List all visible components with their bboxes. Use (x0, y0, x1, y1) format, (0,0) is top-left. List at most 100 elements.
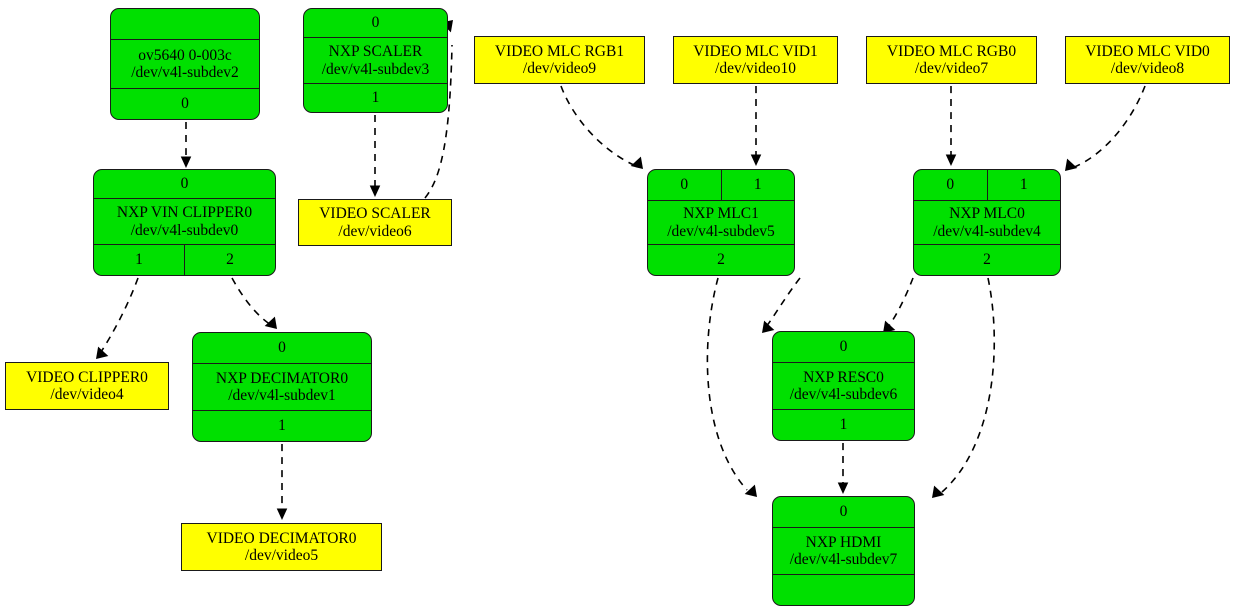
edge-nxp_mlc0-to-nxp_hdmi (932, 277, 996, 498)
node-device-path: /dev/video5 (244, 547, 319, 564)
sink-port-0[interactable]: 0 (278, 339, 286, 357)
node-body: NXP MLC0/dev/v4l-subdev4 (914, 201, 1060, 244)
node-device-path: /dev/v4l-subdev4 (933, 222, 1041, 240)
edge-nxp_mlc1-to-nxp_hdmi (706, 277, 757, 497)
source-port-1[interactable]: 1 (371, 89, 380, 107)
node-device-path: /dev/v4l-subdev1 (228, 387, 336, 404)
node-body: NXP RESC0/dev/v4l-subdev6 (773, 363, 914, 409)
source-port-row: 2 (648, 244, 794, 275)
node-video_decimator0[interactable]: VIDEO DECIMATOR0/dev/video5 (181, 523, 382, 571)
node-title: NXP VIN CLIPPER0 (116, 204, 253, 222)
node-device-path: /dev/v4l-subdev2 (131, 64, 239, 81)
node-video_mlc_rgb0[interactable]: VIDEO MLC RGB0/dev/video7 (866, 36, 1037, 84)
source-port-1[interactable]: 1 (278, 417, 286, 435)
source-port-row: 1 (304, 83, 447, 112)
sink-port-row: 0 (304, 9, 447, 38)
node-body: NXP SCALER/dev/v4l-subdev3 (304, 38, 447, 83)
source-port-row: 2 (914, 244, 1060, 275)
sink-port-row: 0 (94, 170, 275, 199)
node-device-path: /dev/v4l-subdev7 (789, 551, 898, 568)
node-title: VIDEO DECIMATOR0 (206, 529, 357, 547)
node-device-path: /dev/v4l-subdev5 (667, 222, 775, 240)
node-body: NXP HDMI/dev/v4l-subdev7 (773, 528, 914, 574)
source-port-row: 1 (193, 410, 371, 441)
source-port-2[interactable]: 2 (184, 245, 275, 275)
sink-port-row (111, 9, 259, 40)
sink-port-row: 0 (773, 497, 914, 528)
node-video_scaler[interactable]: VIDEO SCALER/dev/video6 (298, 199, 452, 246)
source-port-empty[interactable] (773, 575, 914, 605)
node-title: NXP SCALER (328, 43, 423, 61)
node-title: NXP RESC0 (803, 368, 884, 386)
source-port-1[interactable]: 1 (135, 251, 143, 269)
sink-port-row: 0 (193, 333, 371, 364)
sink-port-1[interactable]: 1 (720, 170, 795, 200)
edge-video_mlc_rgb0-to-nxp_mlc0 (945, 85, 957, 166)
source-port-0[interactable]: 0 (181, 95, 189, 113)
node-title: VIDEO MLC VID1 (693, 42, 818, 60)
edge-video_mlc_rgb1-to-nxp_mlc1 (560, 85, 643, 169)
sink-port-0[interactable]: 0 (839, 503, 848, 521)
node-video_clipper0[interactable]: VIDEO CLIPPER0/dev/video4 (5, 362, 169, 410)
edge-ov5640-to-nxp_vin_clipper0 (180, 122, 192, 168)
sink-port-0[interactable]: 0 (680, 176, 689, 194)
edge-nxp_decimator0-to-video_decimator0 (276, 443, 288, 520)
node-title: VIDEO SCALER (319, 205, 431, 223)
sink-port-empty[interactable] (111, 9, 259, 39)
node-video_mlc_vid0[interactable]: VIDEO MLC VID0/dev/video8 (1065, 36, 1230, 84)
edge-nxp_resc0-to-nxp_hdmi (837, 443, 849, 494)
node-title: VIDEO MLC RGB1 (494, 42, 625, 60)
edge-nxp_scaler-to-video_scaler (369, 115, 381, 197)
node-device-path: /dev/video9 (522, 60, 597, 77)
node-video_mlc_vid1[interactable]: VIDEO MLC VID1/dev/video10 (673, 36, 838, 84)
sink-port-0[interactable]: 0 (839, 338, 848, 356)
edge-nxp_mlc1-to-nxp_resc0 (762, 277, 801, 333)
node-device-path: /dev/v4l-subdev0 (130, 221, 239, 239)
node-video_mlc_rgb1[interactable]: VIDEO MLC RGB1/dev/video9 (474, 36, 645, 84)
edge-nxp_mlc0-to-nxp_resc0 (883, 277, 914, 333)
sink-port-0[interactable]: 0 (371, 14, 380, 32)
node-body: ov5640 0-003c/dev/v4l-subdev2 (111, 40, 259, 88)
sink-port-0[interactable]: 0 (180, 175, 189, 193)
source-port-2[interactable]: 2 (983, 251, 991, 269)
node-title: NXP HDMI (805, 533, 882, 551)
edge-nxp_vin_clipper0-to-nxp_decimator0 (231, 277, 277, 329)
sink-port-0[interactable]: 0 (946, 176, 955, 194)
node-device-path: /dev/video6 (338, 222, 412, 240)
node-device-path: /dev/video4 (50, 386, 124, 403)
edge-nxp_vin_clipper0-to-video_clipper0 (96, 277, 139, 359)
node-device-path: /dev/v4l-subdev6 (789, 386, 898, 403)
node-ov5640[interactable]: ov5640 0-003c/dev/v4l-subdev2 0 (110, 8, 260, 120)
node-title: VIDEO CLIPPER0 (26, 368, 148, 386)
node-device-path: /dev/video7 (914, 60, 989, 77)
edge-video_mlc_vid1-to-nxp_mlc1 (750, 85, 762, 166)
sink-port-row: 0 (773, 332, 914, 363)
node-device-path: /dev/video8 (1110, 60, 1185, 77)
node-body: NXP MLC1/dev/v4l-subdev5 (648, 201, 794, 244)
node-title: VIDEO MLC VID0 (1085, 42, 1210, 60)
node-title: NXP MLC0 (949, 205, 1025, 223)
node-body: NXP VIN CLIPPER0/dev/v4l-subdev0 (94, 199, 275, 244)
source-port-row (773, 574, 914, 605)
source-port-row: 0 (111, 88, 259, 119)
node-title: ov5640 0-003c (138, 46, 232, 64)
node-body: NXP DECIMATOR0/dev/v4l-subdev1 (193, 364, 371, 410)
sink-port-1[interactable]: 1 (986, 170, 1061, 200)
edge-video_mlc_vid0-to-nxp_mlc0 (1065, 85, 1146, 171)
node-device-path: /dev/video10 (715, 60, 796, 77)
source-port-row: 1 (773, 409, 914, 440)
source-port-2[interactable]: 2 (717, 251, 725, 269)
node-device-path: /dev/v4l-subdev3 (321, 60, 430, 78)
source-port-1[interactable]: 1 (839, 416, 848, 434)
node-title: NXP DECIMATOR0 (215, 369, 349, 387)
